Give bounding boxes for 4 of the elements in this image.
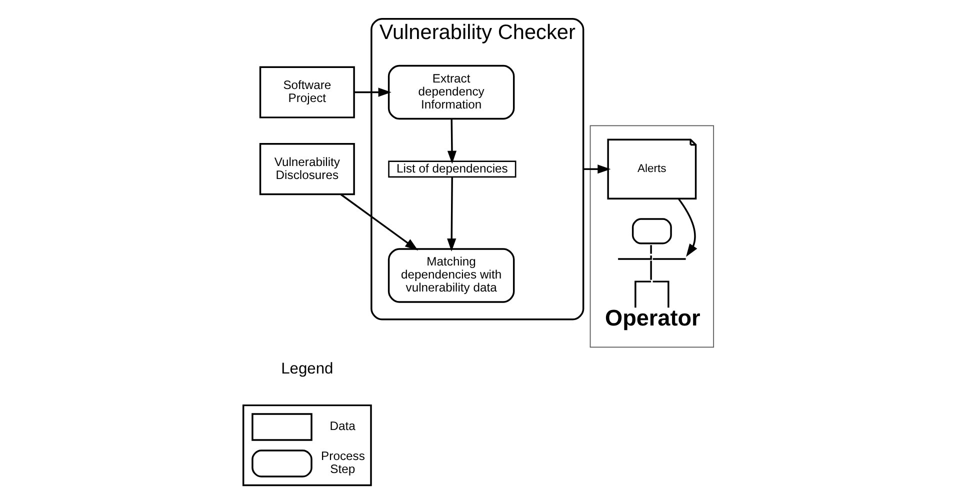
node-label: Operator xyxy=(604,306,700,331)
label: Legend xyxy=(280,360,333,378)
legend-label: Process Step xyxy=(320,449,364,476)
legend-label: Data xyxy=(329,419,355,434)
